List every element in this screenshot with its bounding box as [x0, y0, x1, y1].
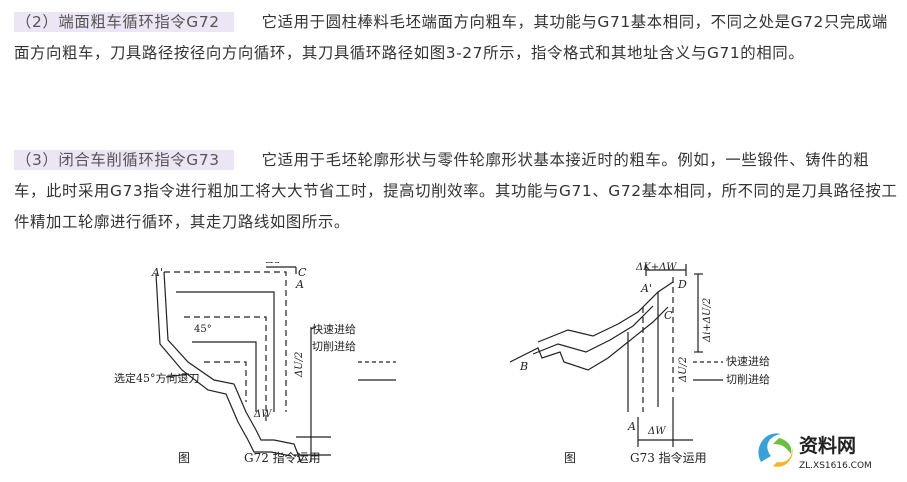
label-delta-u2: ΔU/2 [294, 352, 305, 378]
label-cut: 切削进给 [726, 372, 770, 386]
watermark-swirl-icon [758, 433, 793, 467]
label-delta-w: ΔW [253, 409, 272, 420]
label-top-dim: ΔK+ΔW [635, 262, 677, 273]
figure-g73: ΔK+ΔW A' D C B A Δi+ΔU/2 ΔU/2 ΔW 快速进给 切削… [498, 262, 798, 481]
label-delta-u2: ΔU/2 [678, 357, 689, 383]
label-tool-note: 选定45°方向退刀 [114, 371, 200, 385]
label-b: B [519, 360, 528, 373]
caption-g72: G72 指令运用 [244, 450, 321, 465]
label-d: D [677, 278, 687, 291]
watermark-logo: 资料网 ZL.XS1616.COM [758, 433, 872, 471]
figure-g72-drawing: A' Δd C A 45° 快速进给 切削进给 选定45°方向退刀 ΔU/2 Δ… [114, 253, 396, 465]
watermark-url: ZL.XS1616.COM [799, 461, 872, 471]
caption-prefix-g73: 图 [564, 451, 576, 465]
label-c: C [664, 309, 673, 322]
label-delta-w: ΔW [647, 426, 666, 437]
label-cut: 切削进给 [312, 339, 356, 353]
label-rapid: 快速进给 [312, 323, 356, 336]
label-a-prime: A' [640, 282, 652, 295]
label-a-prime: A' [151, 266, 163, 279]
figure-g73-drawing: ΔK+ΔW A' D C B A Δi+ΔU/2 ΔU/2 ΔW 快速进给 切削… [509, 262, 770, 465]
heading-g73: （3）闭合车削循环指令G73 [14, 150, 234, 170]
watermark: 资料网 ZL.XS1616.COM [751, 424, 901, 478]
figure-g72: A' Δd C A 45° 快速进给 切削进给 选定45°方向退刀 ΔU/2 Δ… [96, 253, 426, 481]
label-c: C [298, 266, 307, 279]
label-rapid: 快速进给 [726, 355, 770, 368]
body-g72: 它适用于圆柱棒料毛坯端面方向粗车，其功能与G71基本相同，不同之处是G72只完成… [14, 13, 888, 62]
label-a: A [295, 278, 304, 291]
label-a: A [627, 420, 636, 433]
label-angle: 45° [194, 324, 212, 335]
caption-g73: G73 指令运用 [630, 450, 707, 465]
label-delta-d: Δd [265, 262, 281, 266]
watermark-brand: 资料网 [799, 434, 856, 457]
heading-g72: （2）端面粗车循环指令G72 [14, 12, 234, 32]
caption-prefix-g72: 图 [178, 451, 190, 465]
label-right-dim: Δi+ΔU/2 [702, 298, 713, 343]
body-g73: 它适用于毛坯轮廓形状与零件轮廓形状基本接近时的粗车。例如，一些锻件、铸件的粗车，… [14, 151, 898, 231]
